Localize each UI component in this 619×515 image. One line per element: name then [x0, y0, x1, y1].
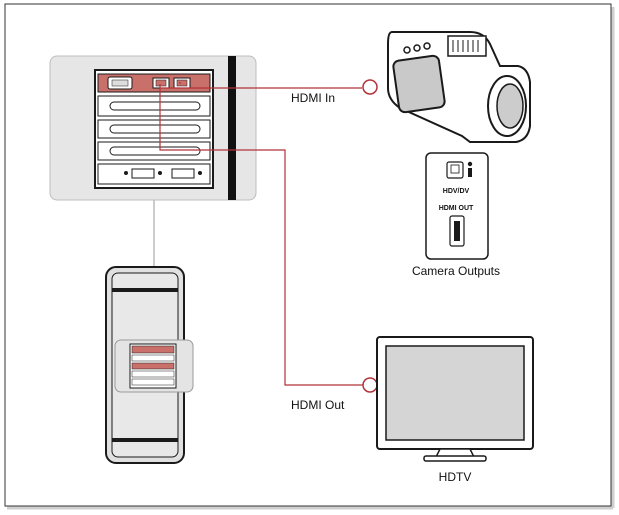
hdv-dv-label: HDV/DV [443, 188, 470, 195]
camcorder-icon [387, 31, 531, 143]
hdmi-out-port-label: HDMI OUT [439, 205, 474, 212]
hdmi-out-connector [362, 377, 378, 393]
hdmi-in-label: HDMI In [291, 91, 335, 105]
hdmi-out-label: HDMI Out [291, 398, 345, 412]
computer-tower-icon [105, 266, 194, 464]
hdtv-monitor-icon [376, 336, 534, 462]
camera-outputs-label: Camera Outputs [412, 264, 500, 278]
hdtv-label: HDTV [439, 470, 472, 484]
hdmi-out-cable [159, 88, 363, 386]
hdmi-in-connector [362, 79, 378, 95]
pci-zoom-panel [49, 55, 257, 201]
camera-outputs-panel [425, 152, 489, 260]
